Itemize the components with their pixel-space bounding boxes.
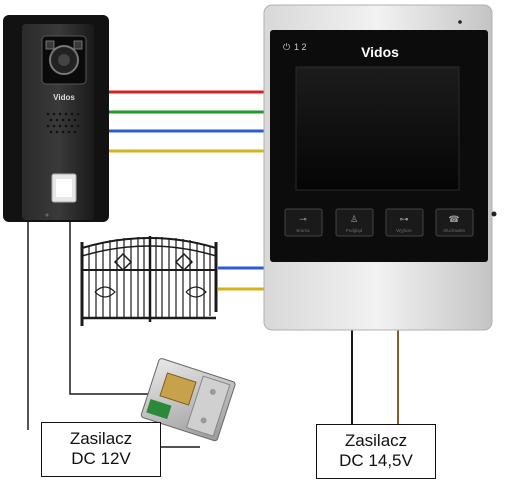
button-wyjscie-label: Wyjście: [396, 228, 412, 233]
electric-lock: [140, 358, 236, 442]
lock-plate: [185, 375, 231, 437]
speaker-grille: [46, 112, 80, 134]
gate-ornament-right: [174, 252, 194, 272]
monitor-indicator: 1 2: [294, 42, 307, 52]
lock-latch: [159, 372, 197, 406]
call-button-inner: [56, 179, 72, 197]
button-podglad[interactable]: ♙ Podgląd: [335, 208, 374, 237]
gate: [80, 236, 218, 326]
button-podglad-label: Podgląd: [346, 228, 363, 233]
handset-icon: ☎: [448, 215, 459, 225]
button-brama-label: Brama: [296, 228, 310, 233]
monitor-screen: [295, 66, 460, 191]
camera-led-left: [45, 40, 55, 50]
camera-led-right: [73, 40, 83, 50]
lock-terminal: [146, 399, 172, 420]
power-icon: ⏻: [283, 42, 290, 53]
power-supply-14v-line2: DC 14,5V: [339, 451, 413, 470]
key-icon: ⊶: [400, 215, 409, 225]
power-supply-12v-line2: DC 12V: [71, 449, 131, 468]
key-icon: ⊸: [299, 215, 307, 225]
outdoor-panel-brand: Vidos: [53, 93, 75, 102]
power-supply-12v-line1: Zasilacz: [69, 429, 133, 448]
monitor-mic-hole: [458, 20, 462, 24]
button-wyjscie[interactable]: ⊶ Wyjście: [385, 208, 424, 237]
monitor: ⏻ 1 2 Vidos ⊸ Brama ♙ Podgląd ⊶ Wyjście: [263, 4, 497, 331]
monitor-brand: Vidos: [361, 44, 399, 60]
lock-screw-icon-2: [200, 417, 207, 424]
camera-lens-center: [58, 54, 70, 66]
button-sluchawka-label: Słuchawka: [443, 228, 465, 233]
gate-ornament-left: [113, 252, 133, 272]
power-supply-14v-line1: Zasilacz: [344, 431, 408, 450]
gate-ornament-right-2: [185, 286, 207, 298]
gate-ornament-left-2: [94, 286, 116, 298]
monitor-buttons: ⊸ Brama ♙ Podgląd ⊶ Wyjście ☎ Słuchawka: [284, 208, 474, 237]
mic-hole: [45, 213, 49, 217]
power-supply-12v: Zasilacz DC 12V: [41, 422, 161, 477]
button-brama[interactable]: ⊸ Brama: [284, 208, 323, 237]
button-sluchawka[interactable]: ☎ Słuchawka: [435, 208, 474, 237]
power-supply-14v: Zasilacz DC 14,5V: [316, 424, 436, 479]
monitor-side-dot: [491, 211, 497, 217]
wires: [27, 90, 399, 448]
outdoor-panel: Vidos: [3, 15, 109, 222]
person-icon: ♙: [350, 215, 358, 225]
wire-panel-to-lock: [69, 220, 148, 395]
lock-screw-icon: [209, 388, 216, 395]
gate-bars: [88, 237, 211, 318]
